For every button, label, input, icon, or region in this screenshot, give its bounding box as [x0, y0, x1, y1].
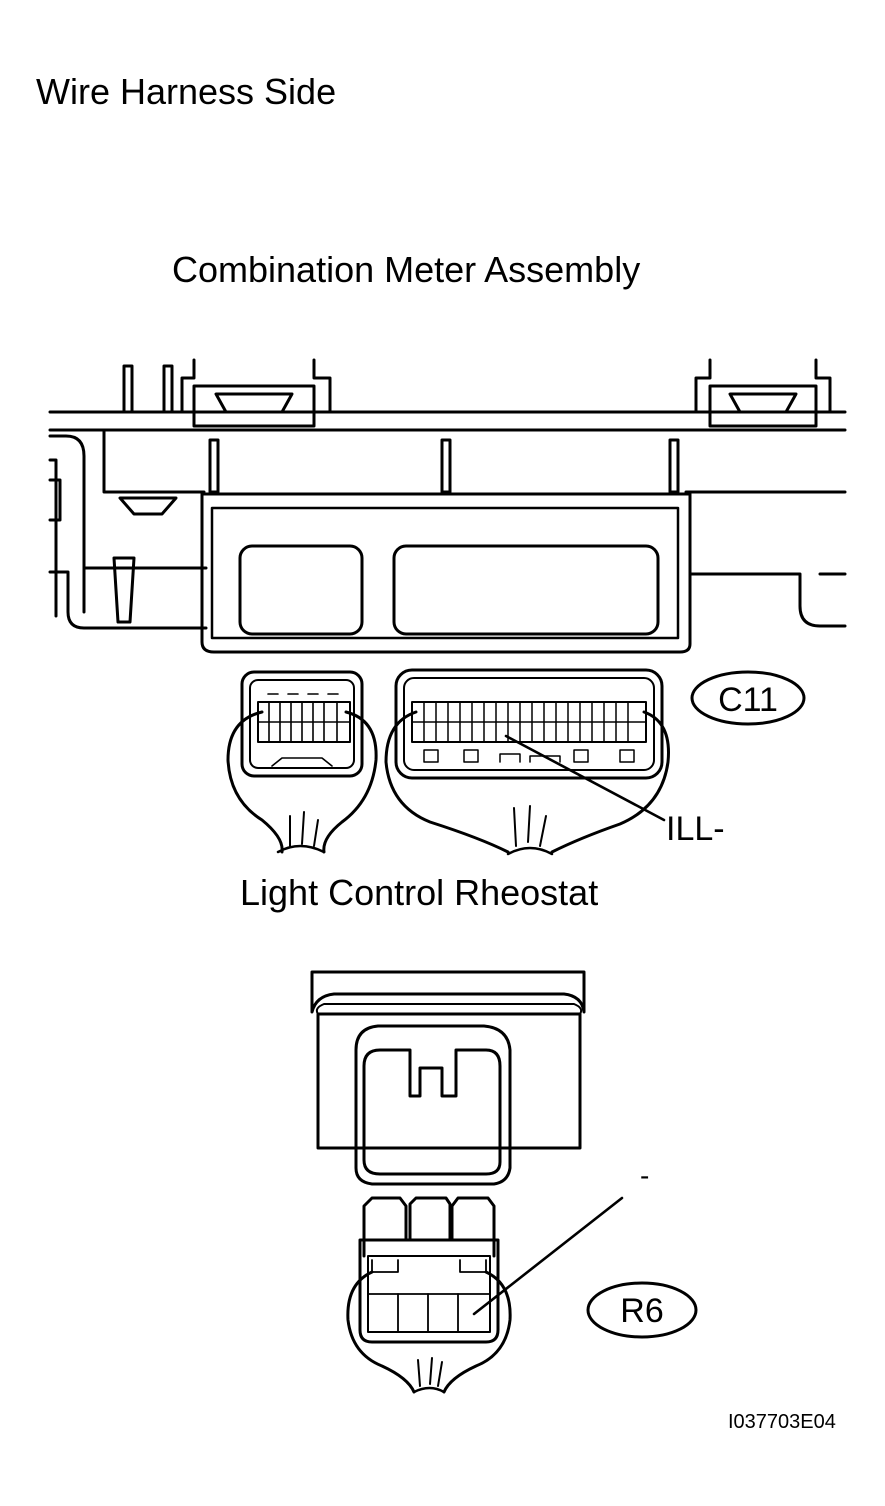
- combination-meter-title: Combination Meter Assembly: [172, 249, 641, 290]
- diagram-title: Wire Harness Side: [36, 71, 337, 112]
- meter-connector-small: [226, 670, 378, 854]
- image-id-label: I037703E04: [728, 1411, 836, 1433]
- rheostat-connector-r6: [346, 1196, 624, 1394]
- c11-badge: [690, 670, 806, 726]
- meter-connector-c11: [384, 668, 670, 856]
- c11-label: C11: [718, 681, 778, 719]
- r6-label: R6: [620, 1292, 663, 1330]
- light-control-rheostat-body: [310, 970, 586, 1186]
- ill-terminal-label: ILL-: [666, 810, 725, 848]
- light-control-rheostat-title: Light Control Rheostat: [240, 872, 599, 913]
- minus-terminal-label: -: [640, 1160, 650, 1191]
- r6-badge: [586, 1281, 698, 1339]
- combination-meter-housing: [48, 358, 847, 654]
